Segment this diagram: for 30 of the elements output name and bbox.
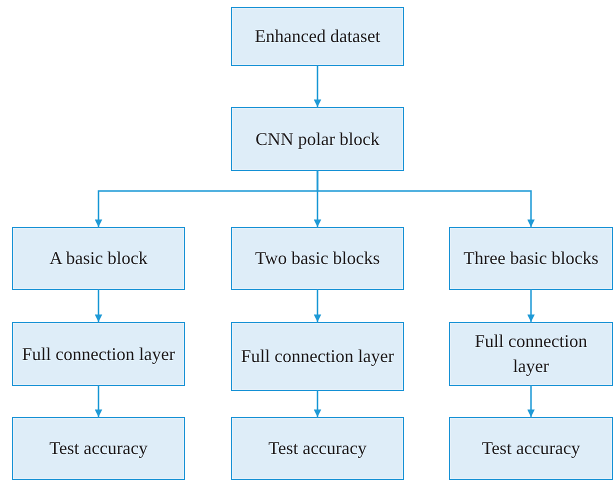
box-label: A basic block [48, 247, 148, 270]
process-box [231, 322, 404, 391]
arrow [527, 386, 535, 417]
box-label: CNN polar block [254, 128, 380, 151]
box-label: Test accuracy [48, 437, 149, 460]
process-box [231, 107, 404, 171]
box-label: Test accuracy [267, 437, 368, 460]
arrow [314, 290, 322, 322]
process-box [12, 417, 185, 480]
process-box [449, 417, 613, 480]
box-label: Two basic blocks [254, 247, 381, 270]
box-label: Test accuracy [480, 437, 582, 460]
process-box [231, 227, 404, 290]
process-box [12, 227, 185, 290]
process-box [449, 322, 613, 386]
process-box [231, 417, 404, 480]
box-label: Three basic blocks [462, 247, 600, 270]
arrow [94, 290, 102, 322]
arrow [316, 171, 535, 227]
box-label: Full connection layer [240, 345, 395, 368]
process-box [231, 7, 404, 66]
box-label: Enhanced dataset [254, 25, 382, 48]
box-label: Full connection layer [21, 342, 176, 366]
box-label: Full connection layer [474, 330, 588, 378]
arrow [527, 290, 535, 322]
arrow [314, 391, 322, 417]
process-box [449, 227, 613, 290]
arrow [314, 66, 322, 107]
arrow [94, 386, 102, 417]
process-box [12, 322, 185, 386]
